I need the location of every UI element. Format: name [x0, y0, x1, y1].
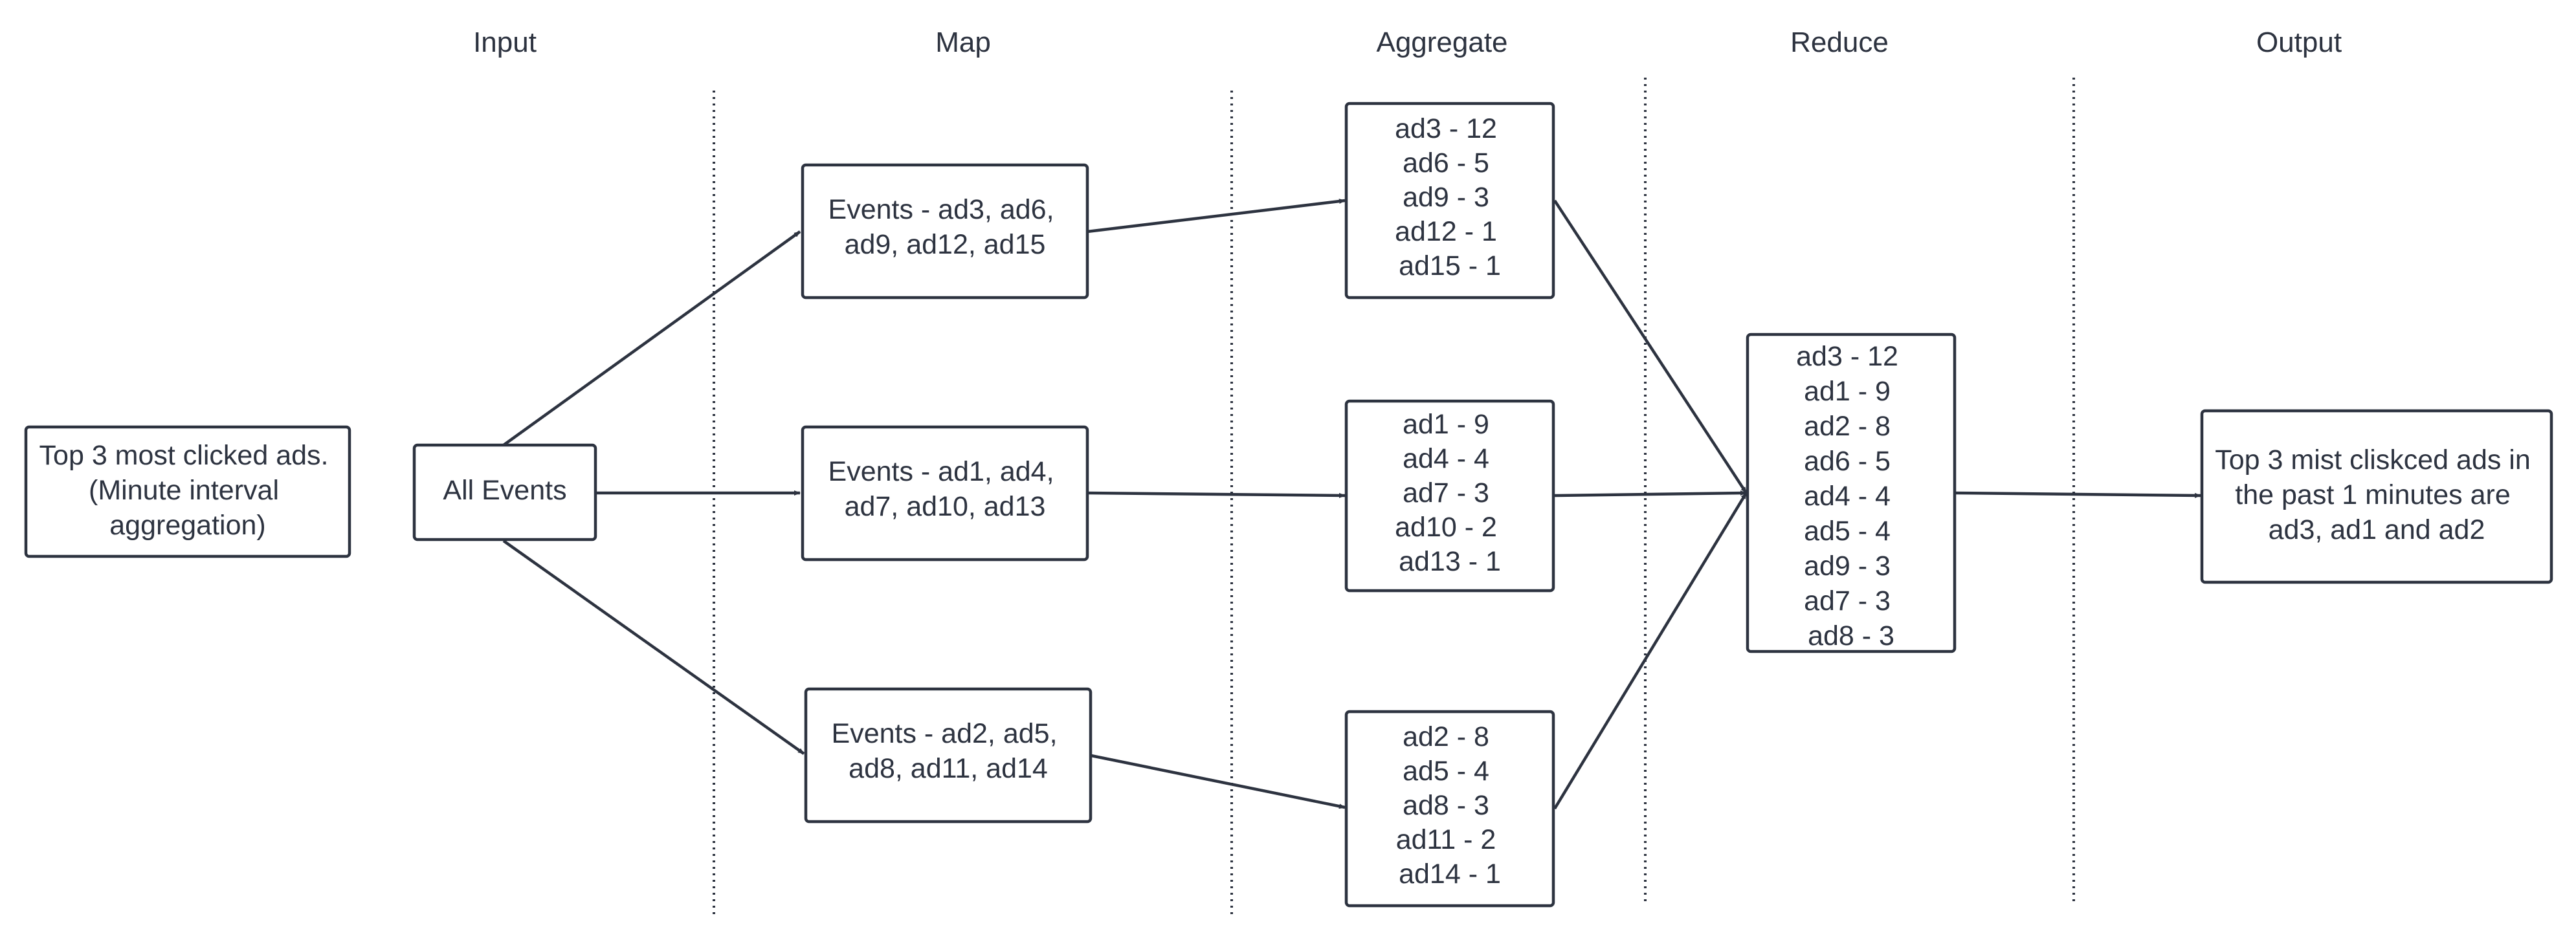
query-line: Top 3 most clicked ads. [39, 440, 329, 471]
reduce-box: ad3 - 12 ad1 - 9 ad2 - 8 ad6 - 5 ad4 - 4… [1746, 333, 1957, 653]
output-line: ad3, ad1 and ad2 [2269, 514, 2485, 545]
svg-text:ad3 - 12 ad1 - 9 a: ad3 - 12 ad1 - 9 ad2 - 8 ad6 - 5 ad4 - 4… [1796, 341, 1906, 651]
aggregate-entry: ad2 - 8 [1403, 721, 1489, 752]
output-line: Top 3 mist cliskced ads in [2215, 444, 2531, 476]
reduce-entry: ad2 - 8 [1804, 411, 1891, 442]
reduce-entry: ad4 - 4 [1804, 481, 1891, 512]
svg-text:Top 3 most clicked ads.: Top 3 most clicked ads. (Minute interval… [39, 440, 337, 541]
aggregate-entry: ad4 - 4 [1403, 443, 1489, 474]
aggregate-entry: ad9 - 3 [1403, 182, 1489, 213]
svg-text:Events - ad1, ad4, ad7,: Events - ad1, ad4, ad7, ad10, ad13 [828, 456, 1062, 522]
aggregate-entry: ad8 - 3 [1403, 790, 1489, 821]
aggregate-entry: ad1 - 9 [1403, 409, 1489, 440]
map-box-1: Events - ad3, ad6, ad9, ad12, ad15 [801, 163, 1089, 300]
all-events-box: All Events [412, 443, 597, 541]
stage-header-input: Input [473, 27, 537, 58]
stage-header-output: Output [2256, 27, 2342, 58]
map-line: ad9, ad12, ad15 [845, 229, 1046, 260]
arrow-agg2-to-reduce [1554, 490, 1747, 497]
map-line: ad8, ad11, ad14 [849, 753, 1048, 784]
svg-text:ad2 - 8 ad5 - 4 ad: ad2 - 8 ad5 - 4 ad8 - 3 ad11 - 2 ad14 - … [1396, 721, 1504, 890]
map-line: Events - ad1, ad4, [828, 456, 1054, 487]
svg-text:ad1 - 9 ad4 - 4 ad: ad1 - 9 ad4 - 4 ad7 - 3 ad10 - 2 ad13 - … [1395, 409, 1505, 577]
arrow-agg3-to-reduce [1553, 492, 1748, 810]
all-events-label: All Events [443, 475, 566, 506]
map-line: Events - ad3, ad6, [828, 194, 1054, 225]
output-line: the past 1 minutes are [2235, 479, 2510, 510]
aggregate-entry: ad5 - 4 [1403, 756, 1489, 787]
stage-header-map: Map [935, 27, 991, 58]
arrow-agg1-to-reduce [1553, 199, 1748, 494]
output-box: Top 3 mist cliskced ads in the past 1 mi… [2200, 409, 2553, 584]
query-line: aggregation) [109, 510, 265, 541]
svg-text:ad3 - 12 ad6 - 5 a: ad3 - 12 ad6 - 5 ad9 - 3 ad12 - 1 ad15 -… [1395, 113, 1505, 281]
svg-text:Events - ad2, ad5, ad8,: Events - ad2, ad5, ad8, ad11, ad14 [832, 718, 1065, 784]
aggregate-entry: ad6 - 5 [1403, 148, 1489, 179]
aggregate-entry: ad11 - 2 [1396, 824, 1496, 855]
aggregate-entry: ad3 - 12 [1395, 113, 1497, 144]
reduce-entry: ad3 - 12 [1796, 341, 1898, 372]
arrow-reduce-to-output [1954, 491, 2201, 498]
aggregate-box-3: ad2 - 8 ad5 - 4 ad8 - 3 ad11 - 2 ad14 - … [1344, 710, 1555, 908]
arrow-map1-to-agg1 [1087, 199, 1346, 234]
map-line: ad7, ad10, ad13 [845, 491, 1046, 522]
aggregate-entry: ad15 - 1 [1399, 250, 1501, 281]
reduce-entry: ad8 - 3 [1808, 620, 1894, 651]
aggregate-entry: ad12 - 1 [1395, 216, 1497, 247]
reduce-entry: ad7 - 3 [1804, 585, 1891, 617]
svg-text:Top 3 mist cliskced ads in: Top 3 mist cliskced ads in the past 1 mi… [2215, 444, 2538, 545]
aggregate-entry: ad10 - 2 [1395, 512, 1497, 543]
aggregate-box-1: ad3 - 12 ad6 - 5 ad9 - 3 ad12 - 1 ad15 -… [1344, 102, 1555, 300]
map-box-2: Events - ad1, ad4, ad7, ad10, ad13 [801, 425, 1089, 562]
reduce-entry: ad6 - 5 [1804, 446, 1891, 477]
reduce-entry: ad5 - 4 [1804, 516, 1891, 547]
stage-header-reduce: Reduce [1790, 27, 1889, 58]
arrow-all-events-to-map1 [502, 230, 801, 446]
reduce-entry: ad1 - 9 [1804, 376, 1891, 407]
svg-text:Events - ad3, ad6, ad9,: Events - ad3, ad6, ad9, ad12, ad15 [828, 194, 1062, 260]
query-line: (Minute interval [89, 475, 279, 506]
arrow-all-events-to-map3 [502, 540, 805, 755]
aggregate-entry: ad7 - 3 [1403, 477, 1489, 508]
query-box: Top 3 most clicked ads. (Minute interval… [24, 425, 351, 558]
arrow-map2-to-agg2 [1087, 491, 1346, 498]
map-box-3: Events - ad2, ad5, ad8, ad11, ad14 [804, 687, 1093, 824]
reduce-entry: ad9 - 3 [1804, 551, 1891, 582]
aggregate-box-2: ad1 - 9 ad4 - 4 ad7 - 3 ad10 - 2 ad13 - … [1344, 399, 1555, 593]
arrow-map3-to-agg3 [1091, 754, 1346, 809]
aggregate-entry: ad14 - 1 [1399, 858, 1501, 890]
map-line: Events - ad2, ad5, [832, 718, 1058, 749]
aggregate-entry: ad13 - 1 [1399, 546, 1501, 577]
stage-header-aggregate: Aggregate [1376, 27, 1507, 58]
